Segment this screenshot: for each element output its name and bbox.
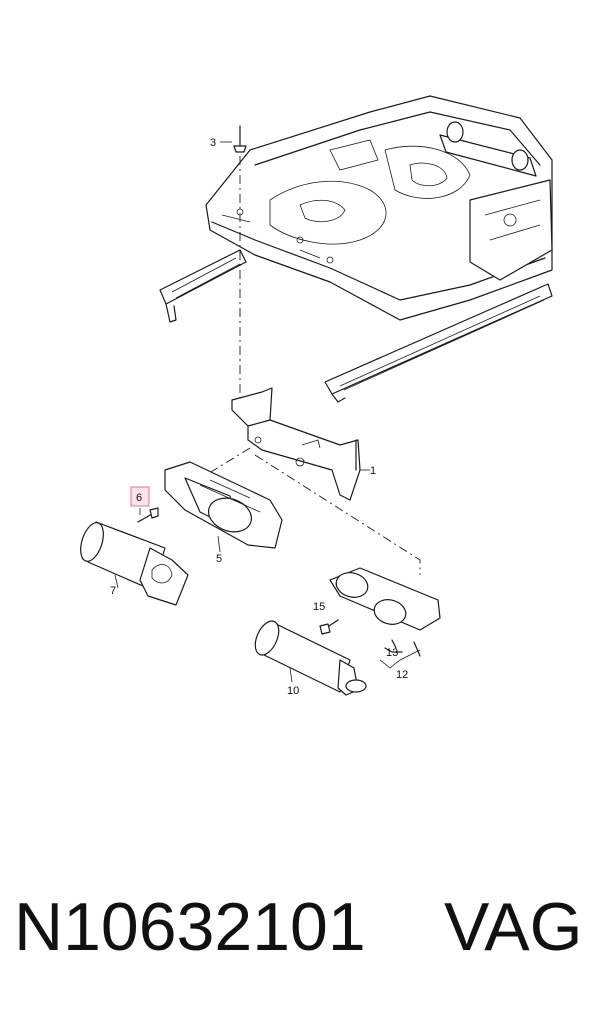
- callout-6: 6: [136, 492, 142, 504]
- callout-5: 5: [216, 553, 222, 565]
- exploded-parts-diagram: 3 1 6 5 7 15 13 12 10: [80, 95, 553, 697]
- seat-frame: [159, 95, 553, 403]
- part-10-cylinder: [254, 620, 367, 696]
- part-3-rivet: [220, 125, 247, 400]
- part-1-bracket: [231, 387, 370, 501]
- part-12-clamp: [329, 567, 441, 669]
- callout-12: 12: [396, 669, 408, 681]
- part-number-label: N10632101: [14, 889, 366, 965]
- callout-1: 1: [370, 465, 376, 477]
- callout-13: 13: [386, 647, 398, 659]
- brand-label: VAG: [444, 889, 583, 965]
- part-5-holder: [164, 461, 283, 553]
- callout-10: 10: [287, 685, 299, 697]
- callout-15: 15: [313, 601, 325, 613]
- part-6-screw: [137, 507, 159, 523]
- callout-7: 7: [110, 585, 116, 597]
- callout-3: 3: [210, 137, 216, 149]
- part-15-screw: [319, 619, 339, 635]
- callout-6-highlight: [130, 486, 150, 507]
- part-7-cylinder: [80, 521, 189, 606]
